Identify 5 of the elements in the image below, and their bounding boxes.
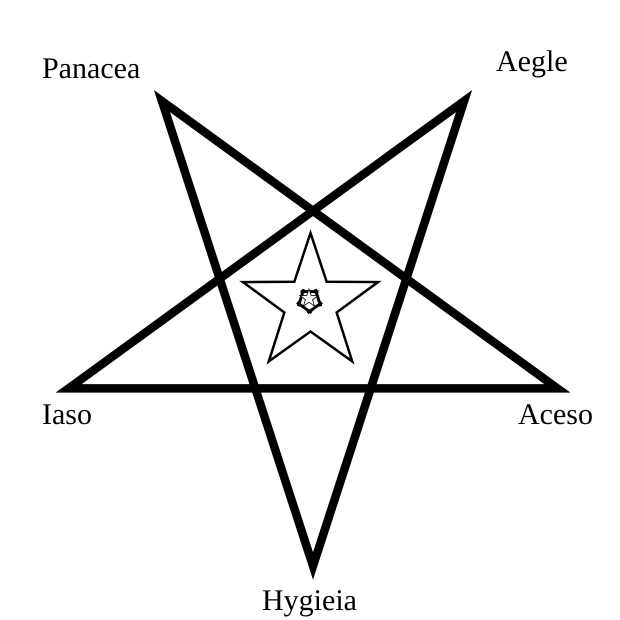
point-label: Panacea [42, 54, 140, 84]
point-label: Iaso [42, 400, 92, 430]
point-label: Aegle [496, 47, 568, 77]
point-label: Aceso [518, 400, 593, 430]
point-label: Hygieia [262, 586, 357, 616]
